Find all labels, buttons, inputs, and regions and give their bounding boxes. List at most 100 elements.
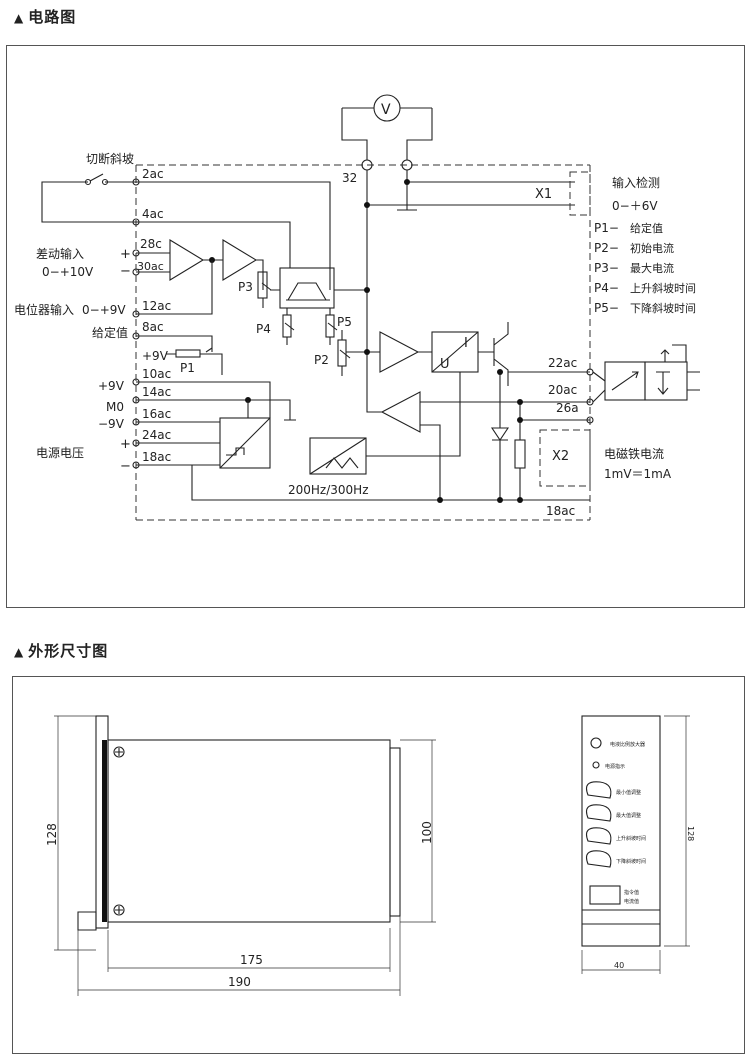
junction xyxy=(364,287,370,293)
front-test-sockets xyxy=(589,885,621,905)
panel-label: 最大值调整 xyxy=(616,812,641,819)
pin-label: 2ac xyxy=(142,167,164,181)
pin-label: 28c xyxy=(140,237,162,251)
diff-input-label: 差动输入 xyxy=(36,246,84,261)
p2-label: P2 xyxy=(314,353,329,367)
p3-wiper xyxy=(261,282,272,291)
side-rear-connector xyxy=(389,747,401,917)
junction xyxy=(517,497,523,503)
switch-contact xyxy=(101,178,109,186)
panel-label: 电液比例放大器 xyxy=(610,741,645,748)
dim-175 xyxy=(107,928,391,972)
i-label: I xyxy=(464,336,468,351)
junction xyxy=(497,497,503,503)
coil-current-label: 电磁铁电流 xyxy=(604,446,664,461)
pin-label: 20ac xyxy=(548,383,577,397)
junction xyxy=(497,369,503,375)
shunt-resistor xyxy=(514,439,526,469)
ramp-generator-box xyxy=(279,267,335,309)
x1-rails xyxy=(366,170,575,400)
minus-9v-label: −9V xyxy=(98,417,125,431)
range-0-10v-label: 0−+10V xyxy=(42,265,94,279)
p4-resistor xyxy=(282,314,292,338)
side-pcb-body xyxy=(107,739,391,923)
voltmeter-leads xyxy=(341,107,433,160)
ramp-control-wires xyxy=(136,181,331,290)
plus-label: + xyxy=(120,247,131,262)
dim-175-label: 175 xyxy=(240,953,263,967)
plus-9v-label: +9V xyxy=(98,379,125,393)
ramp-shape-icon xyxy=(286,282,330,301)
pin-label: 16ac xyxy=(142,407,171,421)
valve-icon xyxy=(611,344,700,395)
panel-label: 上升斜坡时间 xyxy=(616,835,646,842)
p4-p5-wires xyxy=(284,308,338,345)
power-supply-icon xyxy=(219,417,271,469)
dim-128-label: 128 xyxy=(45,823,59,846)
junction xyxy=(364,202,370,208)
panel-label: 指令值 xyxy=(624,889,639,896)
range-0-6v-label: 0−＋6V xyxy=(612,199,658,213)
dim-100-label: 100 xyxy=(420,821,434,844)
plus-label: + xyxy=(120,437,131,452)
junction xyxy=(364,349,370,355)
cut-ramp-loop xyxy=(41,181,136,223)
wire xyxy=(166,347,223,375)
power-voltage-label: 电源电压 xyxy=(36,446,84,460)
panel-label: 电源指示 xyxy=(605,763,625,770)
panel-label: 电流值 xyxy=(624,898,639,905)
front-indicator-icon xyxy=(590,737,602,749)
dim-40 xyxy=(581,950,661,974)
valve-right-block xyxy=(644,361,688,401)
front-adjust-knobs xyxy=(585,781,612,868)
p1-resistor xyxy=(175,349,201,358)
front-power-led-icon xyxy=(592,761,600,769)
switch-icon xyxy=(89,173,104,182)
front-panel-lines xyxy=(582,909,660,925)
wire xyxy=(592,371,606,403)
dim-100 xyxy=(400,739,436,923)
side-panel-edge xyxy=(102,740,107,922)
pin-32-label: 32 xyxy=(342,171,357,185)
pin-label: 18ac xyxy=(546,504,575,518)
switch-contact xyxy=(84,178,92,186)
panel-label: 最小值调整 xyxy=(616,789,641,796)
dim-190-label: 190 xyxy=(228,975,251,989)
input-terminals: 2ac 4ac 28c 30ac 12ac 8ac 10ac 14ac 16ac… xyxy=(132,167,171,469)
x2-connector xyxy=(539,429,591,487)
screw-icon xyxy=(113,904,125,916)
panel-label: 下降斜坡时间 xyxy=(616,858,646,865)
pin-label: 14ac xyxy=(142,385,171,399)
screw-icon xyxy=(113,746,125,758)
p1-label: P1 xyxy=(180,361,195,375)
wire xyxy=(519,402,590,440)
legend-text: 下降斜坡时间 xyxy=(630,301,696,315)
junction xyxy=(517,417,523,423)
dim-190 xyxy=(77,916,401,996)
pin-label: 18ac xyxy=(142,450,171,464)
front-panel xyxy=(581,715,661,947)
input-detect-label: 输入检测 xyxy=(612,175,660,190)
voltmeter-label: V xyxy=(381,102,391,118)
ui-diagonal xyxy=(431,331,479,373)
current-scale-label: 1mV＝1mA xyxy=(604,467,672,481)
p2-wiper xyxy=(339,330,351,376)
dim-128-front xyxy=(664,715,690,947)
minus-label: − xyxy=(120,264,131,279)
circuit-section-title: ▲电路图 xyxy=(14,8,77,26)
p4-label: P4 xyxy=(256,322,271,336)
legend-text: 上升斜坡时间 xyxy=(630,282,696,295)
pin-label: 8ac xyxy=(142,320,164,334)
pin-label: 22ac xyxy=(548,356,577,370)
pot-input-wire xyxy=(136,260,213,315)
pin-label: 4ac xyxy=(142,207,164,221)
side-handle xyxy=(77,911,97,931)
minus-label: − xyxy=(120,459,131,474)
legend-text: 初始电流 xyxy=(630,241,674,255)
feedback-amp-icon xyxy=(380,391,421,433)
legend-text: 最大电流 xyxy=(630,261,674,275)
legend-code: P2− xyxy=(594,241,619,255)
diode-icon xyxy=(490,372,510,500)
transistor-icon xyxy=(478,322,509,386)
p5-label: P5 xyxy=(337,315,352,329)
